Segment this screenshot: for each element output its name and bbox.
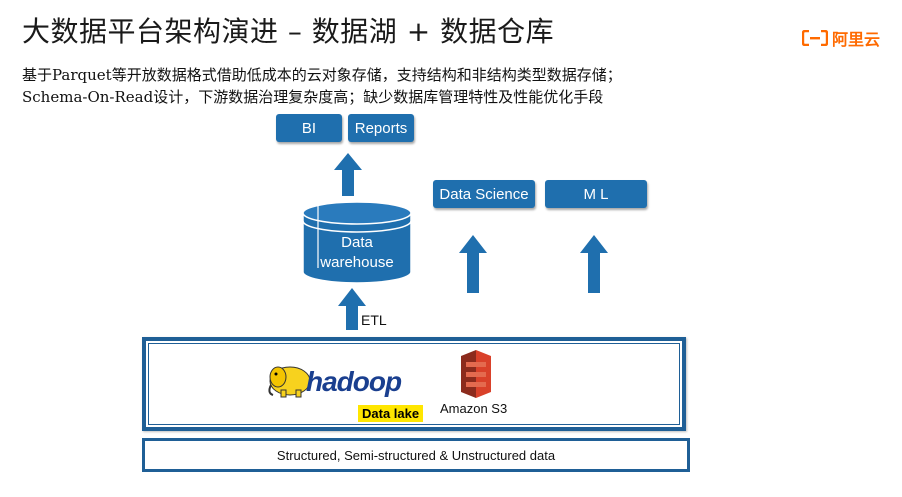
description: 基于Parquet等开放数据格式借助低成本的云对象存储，支持结构和非结构类型数据… (22, 64, 622, 108)
warehouse-line-2: warehouse (320, 254, 394, 271)
arrow-to-bi (334, 153, 362, 196)
arrow-to-data-science (459, 235, 487, 293)
page-title: 大数据平台架构演进 – 数据湖 + 数据仓库 (22, 15, 555, 48)
aliyun-logo-icon (801, 29, 829, 47)
arrow-etl (338, 288, 366, 330)
arrow-to-ml (580, 235, 608, 293)
logo-text: 阿里云 (831, 30, 880, 49)
warehouse-cylinder (302, 201, 412, 284)
warehouse-line-1: Data (341, 234, 373, 251)
data-sources-box: Structured, Semi-structured & Unstructur… (142, 438, 690, 472)
data-lake-inner-border (148, 343, 680, 425)
aliyun-logo: 阿里云 (801, 26, 880, 50)
data-science-box: Data Science (433, 180, 535, 208)
etl-label: ETL (361, 312, 387, 328)
description-line-2: Schema-On-Read设计，下游数据治理复杂度高；缺少数据库管理特性及性能… (22, 88, 604, 106)
amazon-s3-label: Amazon S3 (440, 401, 508, 416)
hadoop-wordmark: hadoop (306, 366, 402, 397)
reports-box: Reports (348, 114, 414, 142)
data-sources-label: Structured, Semi-structured & Unstructur… (276, 447, 556, 463)
data-lake-label: Data lake (358, 405, 424, 422)
ml-box: M L (545, 180, 647, 208)
description-line-1: 基于Parquet等开放数据格式借助低成本的云对象存储，支持结构和非结构类型数据… (22, 66, 622, 84)
data-warehouse-label: Data warehouse (303, 233, 411, 273)
bi-box: BI (276, 114, 342, 142)
